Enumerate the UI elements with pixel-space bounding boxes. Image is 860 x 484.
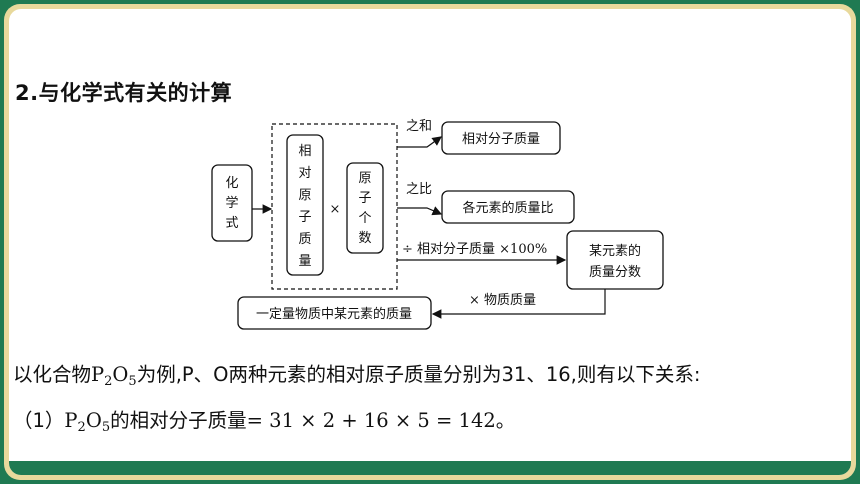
atom-count-char-4: 数 (358, 231, 371, 246)
mass-fraction-box (566, 230, 664, 290)
slide-card: 2.与化学式有关的计算 化 学 式 相 对 原 子 质 量 × 原 子 个 数 (9, 9, 851, 475)
chem-formula-char-3: 式 (225, 216, 238, 231)
calculation-diagram: 化 学 式 相 对 原 子 质 量 × 原 子 个 数 之和 相对分子质量 之比 (211, 119, 664, 330)
atom-count-char-3: 个 (358, 211, 371, 226)
divide-label: ÷ 相对分子质量 ×100% (402, 242, 547, 257)
atom-count-char-1: 原 (358, 171, 371, 186)
rel-atomic-mass-char-6: 量 (298, 254, 311, 269)
atom-count-char-2: 子 (358, 191, 371, 206)
item-formula-o: O (85, 409, 102, 432)
chem-formula-char-1: 化 (225, 176, 238, 191)
rel-atomic-mass-box (286, 134, 324, 276)
item-1-label: （1） (13, 409, 65, 432)
section-heading: 2.与化学式有关的计算 (15, 81, 233, 105)
intro-post: 为例,P、O两种元素的相对原子质量分别为31、16,则有以下关系: (136, 363, 701, 386)
item-1-equation: = 31 × 2 + 16 × 5 = 142。 (246, 409, 516, 432)
formula-o-sub: 5 (128, 374, 137, 389)
rel-molecular-mass-label: 相对分子质量 (462, 132, 540, 147)
bottom-bar (9, 461, 851, 475)
chem-formula-char-2: 学 (225, 195, 238, 211)
item-formula-o-sub: 5 (101, 420, 111, 435)
formula-p-sub: 2 (104, 374, 113, 389)
element-mass-box (237, 296, 432, 330)
arrow-ratio (397, 206, 443, 216)
mass-fraction-line-2: 质量分数 (589, 265, 641, 280)
element-mass-label: 一定量物质中某元素的质量 (256, 306, 412, 322)
arrow-times-mass (431, 289, 606, 319)
item-formula-p-sub: 2 (77, 420, 86, 435)
rel-atomic-mass-char-4: 子 (298, 210, 311, 225)
sum-label: 之和 (406, 119, 432, 134)
formula-p: P (91, 363, 105, 386)
intro-pre: 以化合物 (13, 363, 92, 386)
chem-formula-box (211, 164, 253, 242)
times-mass-label: × 物质质量 (469, 293, 536, 308)
rel-molecular-mass-box (441, 121, 561, 155)
atom-count-box (346, 162, 384, 254)
times-symbol: × (330, 202, 341, 217)
mass-ratio-label: 各元素的质量比 (462, 200, 553, 216)
item-formula-p: P (64, 409, 78, 432)
dashed-group-box (271, 123, 398, 290)
item-1-text: 的相对分子质量 (110, 409, 247, 432)
mass-ratio-box (441, 190, 575, 224)
rel-atomic-mass-char-3: 原 (298, 188, 311, 203)
mass-fraction-line-1: 某元素的 (589, 243, 641, 259)
arrow-sum (397, 136, 442, 148)
rel-atomic-mass-char-2: 对 (298, 166, 311, 181)
intro-line: 以化合物P2O5为例,P、O两种元素的相对原子质量分别为31、16,则有以下关系… (13, 358, 701, 389)
rel-atomic-mass-char-1: 相 (298, 144, 311, 159)
ratio-label: 之比 (406, 182, 432, 197)
item-1-line: （1）P2O5的相对分子质量= 31 × 2 + 16 × 5 = 142。 (13, 404, 516, 435)
formula-o: O (112, 363, 129, 386)
rel-atomic-mass-char-5: 质 (298, 232, 311, 247)
